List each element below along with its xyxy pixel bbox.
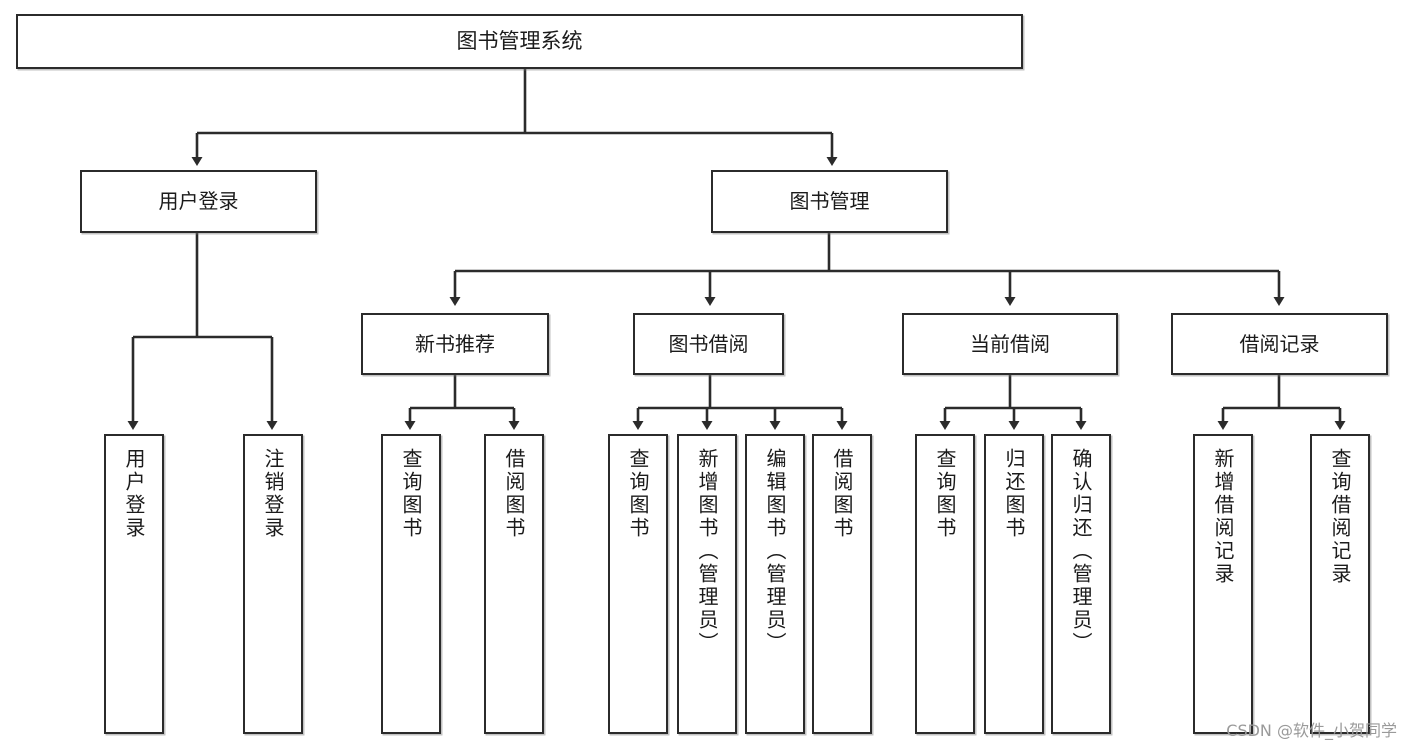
node-label: 新增图书（管理员） <box>695 448 719 655</box>
node-book-management[interactable]: 图书管理 <box>711 170 948 233</box>
leaf-current-return-book[interactable]: 归还图书 <box>984 434 1044 734</box>
node-label: 新书推荐 <box>415 331 495 356</box>
node-label: 编辑图书（管理员） <box>763 448 787 655</box>
node-borrow-record[interactable]: 借阅记录 <box>1171 313 1388 375</box>
leaf-user-login-login[interactable]: 用户登录 <box>104 434 164 734</box>
node-root-system[interactable]: 图书管理系统 <box>16 14 1023 69</box>
node-label: 图书管理系统 <box>456 28 583 53</box>
leaf-recommend-query-book[interactable]: 查询图书 <box>381 434 441 734</box>
node-label: 查询图书 <box>933 448 957 540</box>
node-label: 注销登录 <box>261 448 285 540</box>
node-label: 借阅图书 <box>502 448 526 540</box>
leaf-current-confirm-return-admin[interactable]: 确认归还（管理员） <box>1051 434 1111 734</box>
node-user-login[interactable]: 用户登录 <box>80 170 317 233</box>
leaf-user-login-logout[interactable]: 注销登录 <box>243 434 303 734</box>
node-label: 查询图书 <box>399 448 423 540</box>
node-label: 图书管理 <box>789 189 870 214</box>
node-current-borrow[interactable]: 当前借阅 <box>902 313 1118 375</box>
leaf-current-query-book[interactable]: 查询图书 <box>915 434 975 734</box>
leaf-record-query-record[interactable]: 查询借阅记录 <box>1310 434 1370 734</box>
node-label: 新增借阅记录 <box>1211 448 1235 586</box>
leaf-recommend-borrow-book[interactable]: 借阅图书 <box>484 434 544 734</box>
node-label: 图书借阅 <box>668 331 749 356</box>
watermark: CSDN @软件_小贺同学 <box>1226 721 1397 740</box>
node-label: 归还图书 <box>1002 448 1026 540</box>
leaf-borrow-edit-book-admin[interactable]: 编辑图书（管理员） <box>745 434 805 734</box>
node-label: 借阅图书 <box>830 448 854 540</box>
node-new-book-recommend[interactable]: 新书推荐 <box>361 313 549 375</box>
node-label: 借阅记录 <box>1239 331 1320 356</box>
node-label: 当前借阅 <box>970 331 1050 356</box>
node-label: 确认归还（管理员） <box>1069 448 1093 655</box>
leaf-borrow-add-book-admin[interactable]: 新增图书（管理员） <box>677 434 737 734</box>
node-label: 用户登录 <box>122 448 146 540</box>
node-label: 查询借阅记录 <box>1328 448 1352 586</box>
node-book-borrow[interactable]: 图书借阅 <box>633 313 784 375</box>
leaf-borrow-query-book[interactable]: 查询图书 <box>608 434 668 734</box>
leaf-record-add-record[interactable]: 新增借阅记录 <box>1193 434 1253 734</box>
node-label: 用户登录 <box>158 189 239 214</box>
node-label: 查询图书 <box>626 448 650 540</box>
leaf-borrow-borrow-book[interactable]: 借阅图书 <box>812 434 872 734</box>
